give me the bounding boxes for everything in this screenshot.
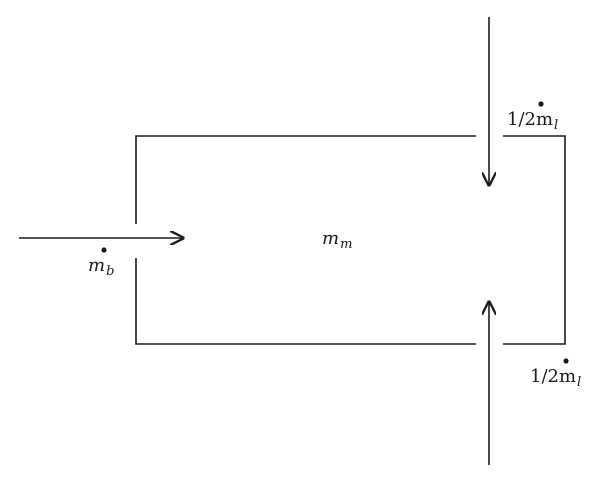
control-volume-bottom-left-wall: [135, 258, 476, 345]
control-volume-top-left-wall: [135, 135, 476, 224]
inlet-bottom-label: 1/2ml: [530, 358, 581, 390]
inlet-b-label: mb: [88, 247, 114, 279]
control-volume-right-wall: [503, 135, 566, 345]
control-volume-outline: [135, 135, 566, 345]
svg-text:1/2ml: 1/2ml: [507, 109, 558, 133]
inlet-top-label: 1/2ml: [507, 101, 558, 133]
svg-text:1/2ml: 1/2ml: [530, 366, 581, 390]
mass-label: mm: [322, 228, 352, 252]
flow-rate-dot: [538, 101, 544, 107]
flow-rate-dot: [101, 247, 107, 253]
svg-text:mb: mb: [88, 255, 114, 279]
flow-rate-dot: [563, 358, 569, 364]
